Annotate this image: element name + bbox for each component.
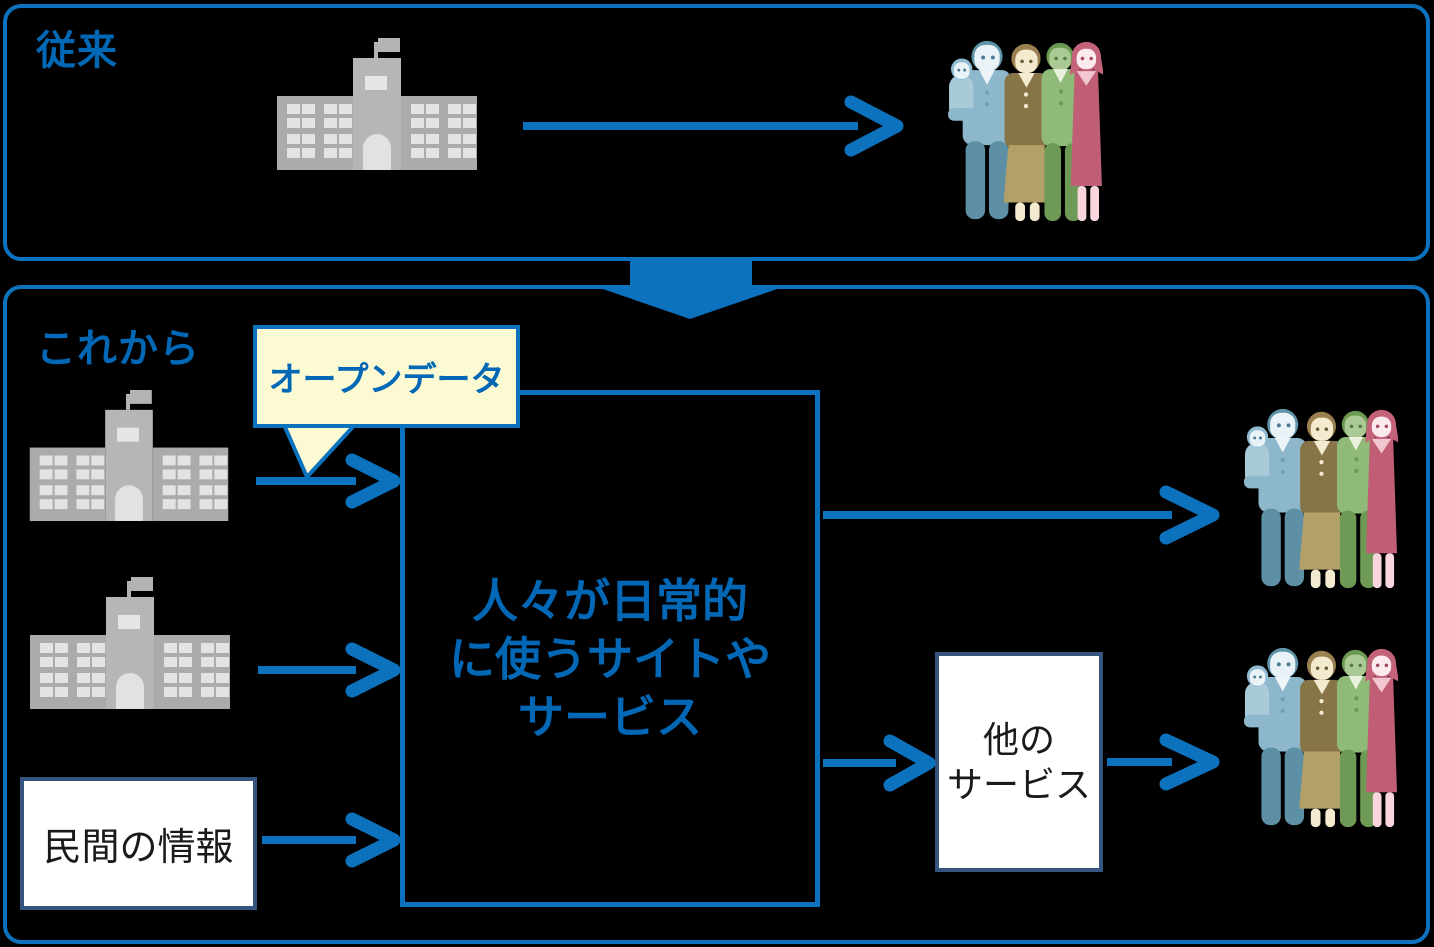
- government-building-icon-1: [29, 390, 229, 521]
- other-services-line-1: 他の: [982, 719, 1055, 760]
- open-data-callout: オープンデータ: [253, 325, 520, 428]
- daily-sites-services-box: 人々が日常的 に使うサイトや サービス: [400, 390, 820, 907]
- conventional-section-title: 従来: [36, 29, 118, 73]
- citizens-family-icon-right-1: [1243, 408, 1398, 589]
- other-services-line-2: サービス: [946, 764, 1091, 805]
- daily-sites-line-1: 人々が日常的: [472, 574, 748, 627]
- private-info-label: 民間の情報: [43, 827, 234, 869]
- citizens-family-icon-top: [948, 40, 1103, 222]
- private-info-box: 民間の情報: [20, 777, 257, 910]
- open-data-callout-label: オープンデータ: [268, 361, 505, 399]
- daily-sites-line-3: サービス: [518, 690, 702, 743]
- other-services-box: 他の サービス: [935, 652, 1103, 872]
- future-section-title: これから: [36, 327, 200, 371]
- citizens-family-icon-right-2: [1243, 647, 1398, 828]
- government-building-icon-2: [30, 577, 230, 709]
- government-building-icon-top: [277, 38, 477, 170]
- daily-sites-line-2: に使うサイトや: [449, 632, 771, 685]
- conventional-section-frame: [3, 4, 1430, 261]
